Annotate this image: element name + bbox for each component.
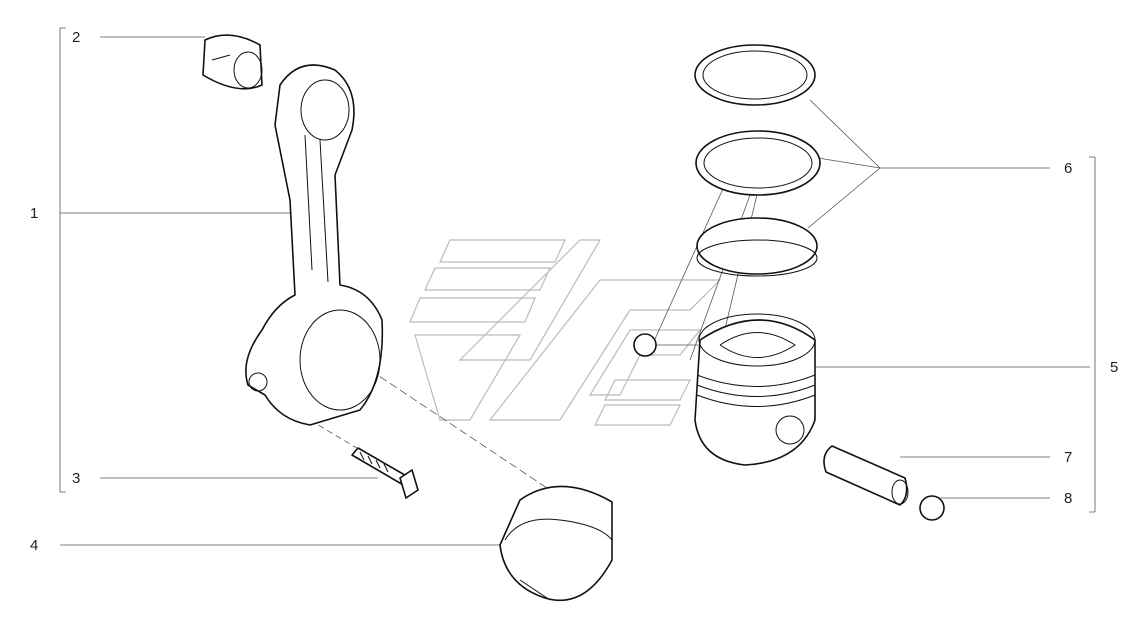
piston-pin-icon	[823, 445, 909, 506]
circlip-icon	[633, 333, 945, 521]
leader-lines	[59, 27, 1096, 546]
connecting-rod-assembly-icon	[245, 64, 384, 426]
small-end-bushing-icon	[202, 34, 263, 90]
callout-4: 4	[30, 537, 39, 554]
leader-6	[807, 99, 1050, 229]
cap-bolt-icon	[351, 447, 419, 499]
watermark-logo	[409, 239, 722, 426]
bracket-5	[1089, 156, 1096, 513]
callout-5: 5	[1110, 359, 1119, 376]
bolt-guide-line	[309, 419, 361, 451]
callout-8: 8	[1064, 490, 1073, 507]
bracket-1	[59, 27, 66, 493]
callout-1: 1	[30, 205, 39, 222]
callout-3: 3	[72, 470, 81, 487]
callout-7: 7	[1064, 449, 1073, 466]
callout-6: 6	[1064, 160, 1073, 177]
big-end-bearing-shell-icon	[499, 485, 613, 602]
piston-ring-set-icon	[694, 44, 821, 277]
callout-2: 2	[72, 29, 81, 46]
bearing-guide-line	[339, 349, 566, 501]
piston-assembly-icon	[694, 313, 816, 466]
